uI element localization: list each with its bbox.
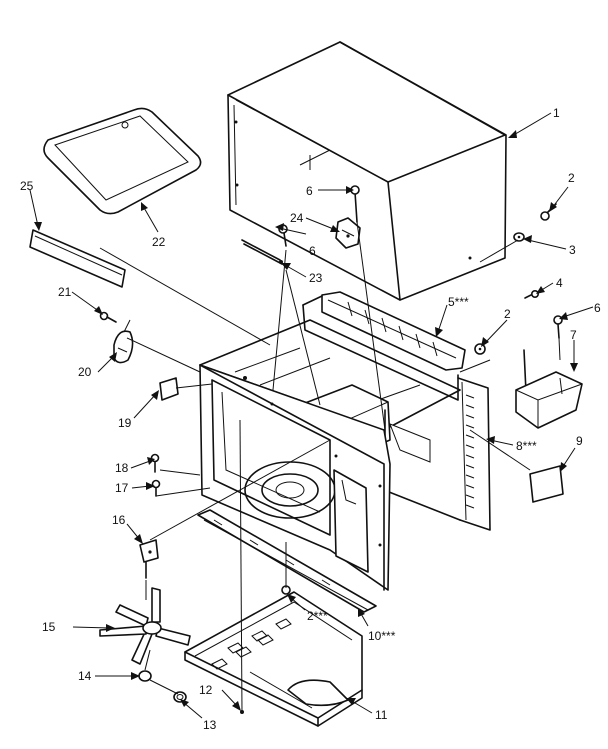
base-plate-11	[184, 591, 363, 727]
leader-lines	[29, 112, 594, 719]
label-part-6-right: 6	[594, 301, 601, 315]
label-part-18: 18	[115, 461, 129, 475]
plate-9	[529, 465, 564, 503]
screw-18	[150, 453, 160, 473]
label-part-2-right: 2	[568, 171, 575, 185]
chassis-8	[199, 295, 491, 591]
lamp-20	[113, 319, 134, 364]
glass-tray	[43, 107, 202, 215]
label-part-10: 10***	[368, 629, 396, 643]
label-part-19: 19	[118, 416, 132, 430]
label-part-15: 15	[42, 620, 56, 634]
label-part-2-mid: 2	[504, 307, 511, 321]
label-part-24: 24	[290, 211, 304, 225]
label-part-23: 23	[309, 271, 323, 285]
screw-21	[99, 311, 117, 323]
label-part-1: 1	[553, 106, 560, 120]
screw-17	[151, 479, 161, 497]
label-part-7: 7	[570, 328, 577, 342]
strip-25	[29, 229, 126, 288]
screw-6-top	[350, 185, 360, 223]
label-part-8: 8***	[516, 439, 537, 453]
label-part-21: 21	[58, 285, 72, 299]
coupler-16	[139, 539, 159, 579]
label-part-13: 13	[203, 718, 217, 732]
label-part-6-top: 6	[306, 184, 313, 198]
screw-4	[524, 289, 539, 299]
nut-13	[173, 691, 187, 703]
label-part-2-bottom: 2***	[307, 609, 328, 623]
screw-2-mid	[474, 343, 486, 355]
screw-6-right	[553, 315, 563, 339]
label-part-16: 16	[112, 513, 126, 527]
plate-19	[159, 377, 179, 401]
label-part-20: 20	[78, 365, 92, 379]
label-part-6-middle: 6	[309, 244, 316, 258]
callout-labels: 1 2 3 4 5*** 2 6 6 7 8*** 9 24 6 23 22 2…	[20, 106, 601, 732]
label-part-25: 25	[20, 179, 34, 193]
label-part-5: 5***	[448, 295, 469, 309]
stirrer-fan-15	[99, 587, 191, 665]
washer-14	[138, 670, 152, 682]
rod-23	[241, 239, 283, 265]
vent-bar-5	[321, 291, 466, 371]
label-part-17: 17	[115, 481, 129, 495]
thermal-part-24	[335, 217, 361, 249]
label-part-11: 11	[375, 708, 388, 722]
washer-3	[513, 232, 525, 242]
cabinet-wrapper	[227, 41, 507, 301]
assembly-lines	[99, 155, 561, 713]
transformer-7	[515, 349, 583, 429]
front-bar-10	[197, 509, 377, 613]
label-part-4: 4	[556, 276, 563, 290]
label-part-14: 14	[78, 669, 92, 683]
label-part-22: 22	[152, 235, 166, 249]
label-part-3: 3	[569, 243, 576, 257]
label-part-12: 12	[199, 683, 213, 697]
label-part-9: 9	[576, 434, 583, 448]
